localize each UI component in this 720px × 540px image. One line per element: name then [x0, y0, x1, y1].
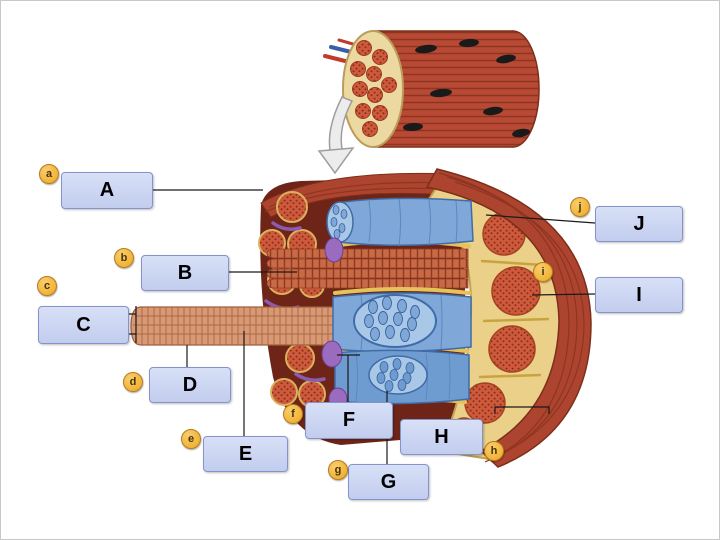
- label-line-f: [337, 354, 360, 402]
- label-line-j: [485, 214, 596, 224]
- answer-box-e[interactable]: E: [203, 436, 288, 472]
- endomysium-blobs: [321, 237, 348, 411]
- marker-i: i: [533, 262, 553, 282]
- answer-box-j[interactable]: J: [595, 206, 683, 242]
- muscle-cross-section-illustration: [130, 168, 592, 468]
- answer-box-d[interactable]: D: [149, 367, 231, 403]
- answer-box-h[interactable]: H: [400, 419, 483, 455]
- label-lines: [127, 189, 596, 464]
- label-line-i: [531, 293, 596, 296]
- marker-a: a: [39, 164, 59, 184]
- zoom-arrow-icon: [317, 96, 355, 175]
- muscle-fiber-bundles: [321, 197, 474, 411]
- answer-box-i[interactable]: I: [595, 277, 683, 313]
- marker-g: g: [328, 460, 348, 480]
- epimysium-outer-band: [425, 168, 592, 468]
- marker-d: d: [123, 372, 143, 392]
- label-line-h: [494, 406, 550, 414]
- myofibril-rods: [266, 248, 469, 289]
- myofibril-cut-faces: [364, 296, 420, 342]
- marker-c: c: [37, 276, 57, 296]
- answer-box-c[interactable]: C: [38, 306, 129, 344]
- answer-box-g[interactable]: G: [348, 464, 429, 500]
- answer-box-f[interactable]: F: [305, 402, 393, 439]
- marker-e: e: [181, 429, 201, 449]
- muscle-fiber-rod: [130, 306, 348, 346]
- answer-box-b[interactable]: B: [141, 255, 229, 291]
- marker-f: f: [283, 404, 303, 424]
- marker-h: h: [484, 441, 504, 461]
- whole-muscle-cut-face: [342, 30, 404, 148]
- answer-box-a[interactable]: A: [61, 172, 153, 209]
- muscle-nuclei: [403, 38, 530, 138]
- marker-b: b: [114, 248, 134, 268]
- marker-j: j: [570, 197, 590, 217]
- whole-muscle-illustration: [323, 30, 540, 148]
